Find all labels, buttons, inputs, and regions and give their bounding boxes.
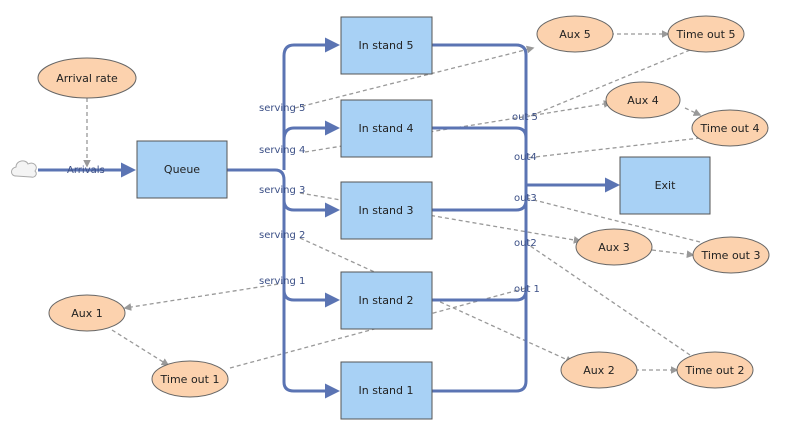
stock-in-stand-1[interactable]: In stand 1 [340, 361, 433, 420]
aux-aux4-label: Aux 4 [627, 94, 659, 107]
link-timeout5-to-out5 [527, 49, 691, 118]
cloud-icon [11, 160, 37, 178]
link-timeout2-to-out2 [525, 242, 691, 356]
link-serving5-to-aux5 [294, 45, 535, 109]
flow-out4-label[interactable]: out4 [514, 152, 537, 163]
flow-out3-label[interactable]: out3 [514, 193, 537, 204]
flow-serving5-label[interactable]: serving 5 [259, 103, 305, 114]
flow-serving5-pipe [282, 37, 340, 170]
stock-queue[interactable]: Queue [136, 140, 228, 199]
aux-aux1[interactable]: Aux 1 [48, 294, 126, 332]
aux-timeout3[interactable]: Time out 3 [692, 236, 770, 274]
link-timeout3-to-out3 [525, 197, 701, 243]
flow-serving1-label[interactable]: serving 1 [259, 276, 305, 287]
stock-in-stand-2-label: In stand 2 [359, 294, 414, 307]
aux-aux5-label: Aux 5 [559, 28, 591, 41]
stock-in-stand-2[interactable]: In stand 2 [340, 271, 433, 330]
aux-timeout3-label: Time out 3 [701, 249, 761, 262]
flow-serving3-pipe [282, 199, 340, 218]
flow-out4-pipe [432, 126, 528, 139]
flow-serving4-pipe [282, 120, 340, 141]
flow-out5-label[interactable]: out 5 [512, 112, 538, 123]
aux-arrival-rate[interactable]: Arrival rate [37, 57, 137, 99]
aux-aux3-label: Aux 3 [598, 241, 630, 254]
flow-serving4-label[interactable]: serving 4 [259, 145, 305, 156]
link-serving3-to-aux3 [299, 192, 582, 244]
aux-timeout1[interactable]: Time out 1 [151, 360, 229, 398]
aux-aux3[interactable]: Aux 3 [575, 228, 653, 266]
flow-out2-pipe [432, 289, 528, 302]
link-aux1-to-timeout1 [111, 329, 170, 366]
aux-arrival-rate-label: Arrival rate [56, 72, 118, 85]
aux-aux1-label: Aux 1 [71, 307, 103, 320]
flow-serving2-pipe [282, 289, 340, 308]
flow-serving1-pipe [227, 168, 340, 399]
flow-serving2-label[interactable]: serving 2 [259, 230, 305, 241]
flow-arrivals-label[interactable]: Arrivals [67, 165, 105, 176]
link-timeout4-to-out4 [525, 137, 701, 159]
flow-out3-pipe [432, 199, 528, 212]
aux-timeout2[interactable]: Time out 2 [676, 351, 754, 389]
stock-in-stand-3-label: In stand 3 [359, 204, 414, 217]
stock-exit[interactable]: Exit [619, 156, 711, 215]
aux-timeout5[interactable]: Time out 5 [667, 15, 745, 53]
aux-aux2-label: Aux 2 [583, 364, 615, 377]
link-aux3-to-timeout3 [651, 249, 695, 259]
flow-out1-label[interactable]: out 1 [514, 284, 540, 295]
link-serving1-to-aux1 [123, 282, 286, 311]
stock-in-stand-4-label: In stand 4 [359, 122, 414, 135]
link-aux4-to-timeout4 [684, 107, 702, 116]
stock-queue-label: Queue [164, 163, 200, 176]
stock-exit-label: Exit [655, 179, 677, 192]
flow-out1-pipe [432, 185, 528, 393]
aux-aux5[interactable]: Aux 5 [536, 15, 614, 53]
aux-timeout2-label: Time out 2 [685, 364, 745, 377]
flow-out2-label[interactable]: out2 [514, 238, 537, 249]
stock-in-stand-5[interactable]: In stand 5 [340, 16, 433, 75]
aux-aux4[interactable]: Aux 4 [605, 81, 681, 119]
stock-in-stand-1-label: In stand 1 [359, 384, 414, 397]
aux-aux2[interactable]: Aux 2 [560, 351, 638, 389]
aux-timeout1-label: Time out 1 [160, 373, 220, 386]
stock-in-stand-4[interactable]: In stand 4 [340, 99, 433, 158]
stock-in-stand-3[interactable]: In stand 3 [340, 181, 433, 240]
flow-pipes [38, 37, 620, 399]
flow-labels: Arrivals serving 5 serving 4 serving 3 s… [67, 103, 540, 295]
aux-timeout4[interactable]: Time out 4 [691, 109, 769, 147]
aux-timeout5-label: Time out 5 [676, 28, 736, 41]
flow-serving3-label[interactable]: serving 3 [259, 185, 305, 196]
aux-timeout4-label: Time out 4 [700, 122, 760, 135]
stock-in-stand-5-label: In stand 5 [359, 39, 414, 52]
flow-out5-pipe [432, 43, 528, 185]
